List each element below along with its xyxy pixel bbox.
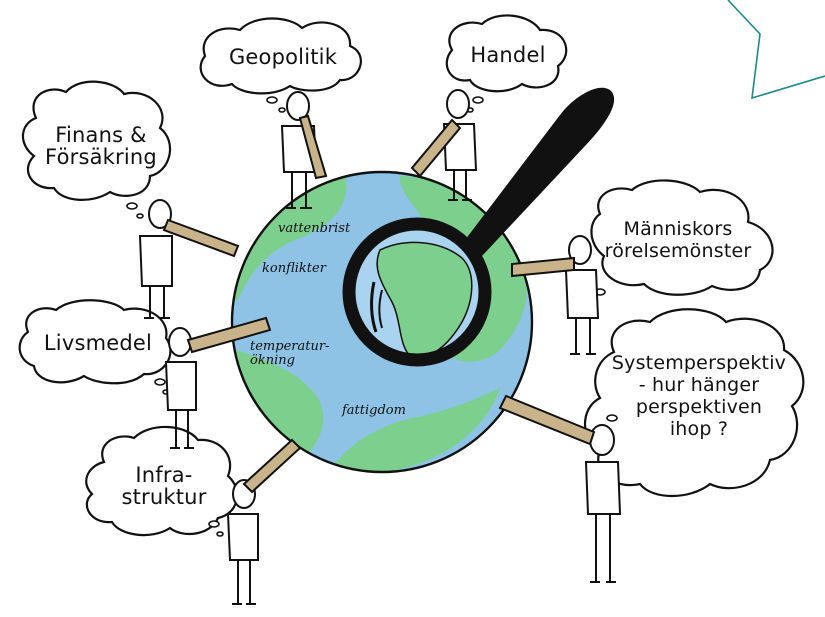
globe-label-temperatur: temperatur- ökning xyxy=(250,339,330,368)
label-livsmedel: Livsmedel xyxy=(43,331,153,355)
label-geopolitik: Geopolitik xyxy=(228,45,338,69)
figure-manniskors xyxy=(511,235,600,355)
label-infra: Infra- struktur xyxy=(121,463,207,509)
cloud-finans xyxy=(21,80,171,201)
globe-label-fattigdom: fattigdom xyxy=(342,403,406,418)
figure-finans xyxy=(138,199,240,319)
corner-accent xyxy=(727,0,825,100)
label-system: Systemperspektiv - hur hänger perspektiv… xyxy=(611,352,787,440)
thought-clouds xyxy=(18,14,805,537)
label-finans: Finans & Försäkring xyxy=(45,123,157,169)
cloud-infra xyxy=(85,425,239,537)
globe-label-konflikter: konflikter xyxy=(262,261,326,276)
figure-system xyxy=(498,394,622,583)
figure-handel xyxy=(410,89,478,201)
figure-infra xyxy=(226,438,302,605)
magnifying-glass-icon xyxy=(342,87,615,367)
figure-geopolitik xyxy=(280,91,328,209)
cloud-geopolitik xyxy=(199,17,362,95)
globe-label-vattenbrist: vattenbrist xyxy=(278,221,351,236)
label-manniskors: Människors rörelsemönster xyxy=(604,218,752,262)
cloud-manniskors xyxy=(590,179,774,296)
observer-figures xyxy=(138,89,622,605)
cloud-handel xyxy=(445,14,568,93)
figure-livsmedel xyxy=(164,316,272,449)
label-handel: Handel xyxy=(470,43,546,67)
